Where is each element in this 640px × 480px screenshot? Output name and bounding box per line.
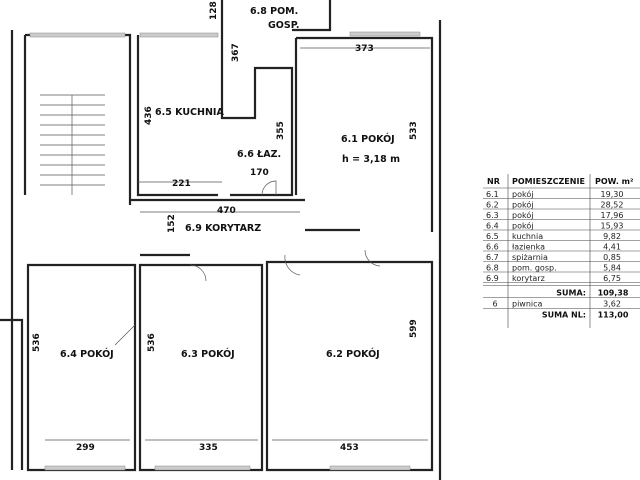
table-cell-nr: 6.4 [486, 222, 499, 231]
table-cell-nr: 6.7 [486, 253, 499, 262]
table-cell-area: 6,75 [603, 274, 621, 283]
dim-533: 533 [409, 121, 419, 140]
table-cell-name: pokój [512, 221, 533, 231]
table-total-value: 113,00 [598, 311, 629, 320]
walls [0, 0, 442, 480]
table-cell-area: 28,52 [601, 201, 624, 210]
dimensions: 128 367 436 355 533 373 221 170 470 152 … [32, 1, 419, 453]
table-cell-nr: 6.3 [486, 211, 499, 220]
room-height: h = 3,18 m [342, 154, 400, 165]
table-cell-area: 0,85 [603, 253, 621, 262]
table-cell-name: pokój [512, 210, 533, 220]
table-cell-nr: 6.1 [486, 190, 499, 199]
table-cell-area: 19,30 [601, 190, 624, 199]
dim-373: 373 [355, 44, 374, 54]
area-table: NR POMIESZCZENIE POW. m² 6.1 pokój 19,30 6.… [483, 174, 640, 328]
table-sum-value: 109,38 [598, 289, 629, 298]
room-label-6-9: 6.9 KORYTARZ [185, 223, 261, 234]
dim-599: 599 [409, 319, 419, 338]
dim-536-mid: 536 [147, 333, 157, 352]
table-cell-name: pom. gosp. [512, 264, 557, 273]
dim-536-left: 536 [32, 333, 42, 352]
dim-367: 367 [231, 43, 241, 62]
room-label-6-8: 6.8 POM. [250, 6, 298, 17]
table-cell-name: łazienka [512, 243, 545, 252]
room-label-6-8-line2: GOSP. [268, 20, 300, 31]
dim-221: 221 [172, 179, 191, 189]
table-cell-nr: 6.5 [486, 232, 499, 241]
table-sum-label: SUMA: [556, 289, 586, 298]
table-basement-area: 3,62 [603, 300, 621, 309]
dim-355: 355 [276, 121, 286, 140]
table-cell-name: spiżarnia [512, 253, 548, 262]
table-cell-name: pokój [512, 189, 533, 199]
dim-152: 152 [167, 214, 177, 233]
table-header-area: POW. m² [595, 177, 634, 186]
room-label-6-4: 6.4 POKÓJ [60, 348, 114, 360]
table-cell-nr: 6.2 [486, 201, 499, 210]
table-cell-nr: 6.8 [486, 264, 499, 273]
table-header-nr: NR [487, 177, 500, 186]
dim-470: 470 [217, 206, 236, 216]
table-total-label: SUMA NL: [542, 311, 586, 320]
table-cell-area: 5,84 [603, 264, 621, 273]
table-cell-area: 4,41 [603, 243, 621, 252]
room-label-6-6: 6.6 ŁAZ. [237, 149, 281, 160]
table-cell-name: korytarz [512, 274, 545, 283]
dim-335: 335 [199, 443, 218, 453]
room-label-6-5: 6.5 KUCHNIA [155, 107, 224, 118]
dim-453: 453 [340, 443, 359, 453]
table-basement-nr: 6 [492, 300, 497, 309]
table-header-room: POMIESZCZENIE [512, 177, 585, 186]
room-label-6-3: 6.3 POKÓJ [181, 348, 235, 360]
table-basement-name: piwnica [512, 300, 543, 309]
table-cell-nr: 6.9 [486, 274, 499, 283]
room-labels: 6.8 POM. GOSP. 6.5 KUCHNIA 6.6 ŁAZ. 6.1 … [60, 6, 400, 360]
table-cell-nr: 6.6 [486, 243, 499, 252]
dim-170: 170 [250, 168, 269, 178]
dim-299: 299 [76, 443, 95, 453]
table-cell-area: 9,82 [603, 232, 621, 241]
dim-128: 128 [209, 1, 219, 20]
table-cell-area: 15,93 [601, 222, 624, 231]
table-cell-name: pokój [512, 200, 533, 210]
table-cell-name: kuchnia [512, 232, 543, 241]
dim-436: 436 [144, 106, 154, 125]
room-label-6-1: 6.1 POKÓJ [341, 133, 395, 145]
room-label-6-2: 6.2 POKÓJ [326, 348, 380, 360]
table-cell-area: 17,96 [601, 211, 624, 220]
